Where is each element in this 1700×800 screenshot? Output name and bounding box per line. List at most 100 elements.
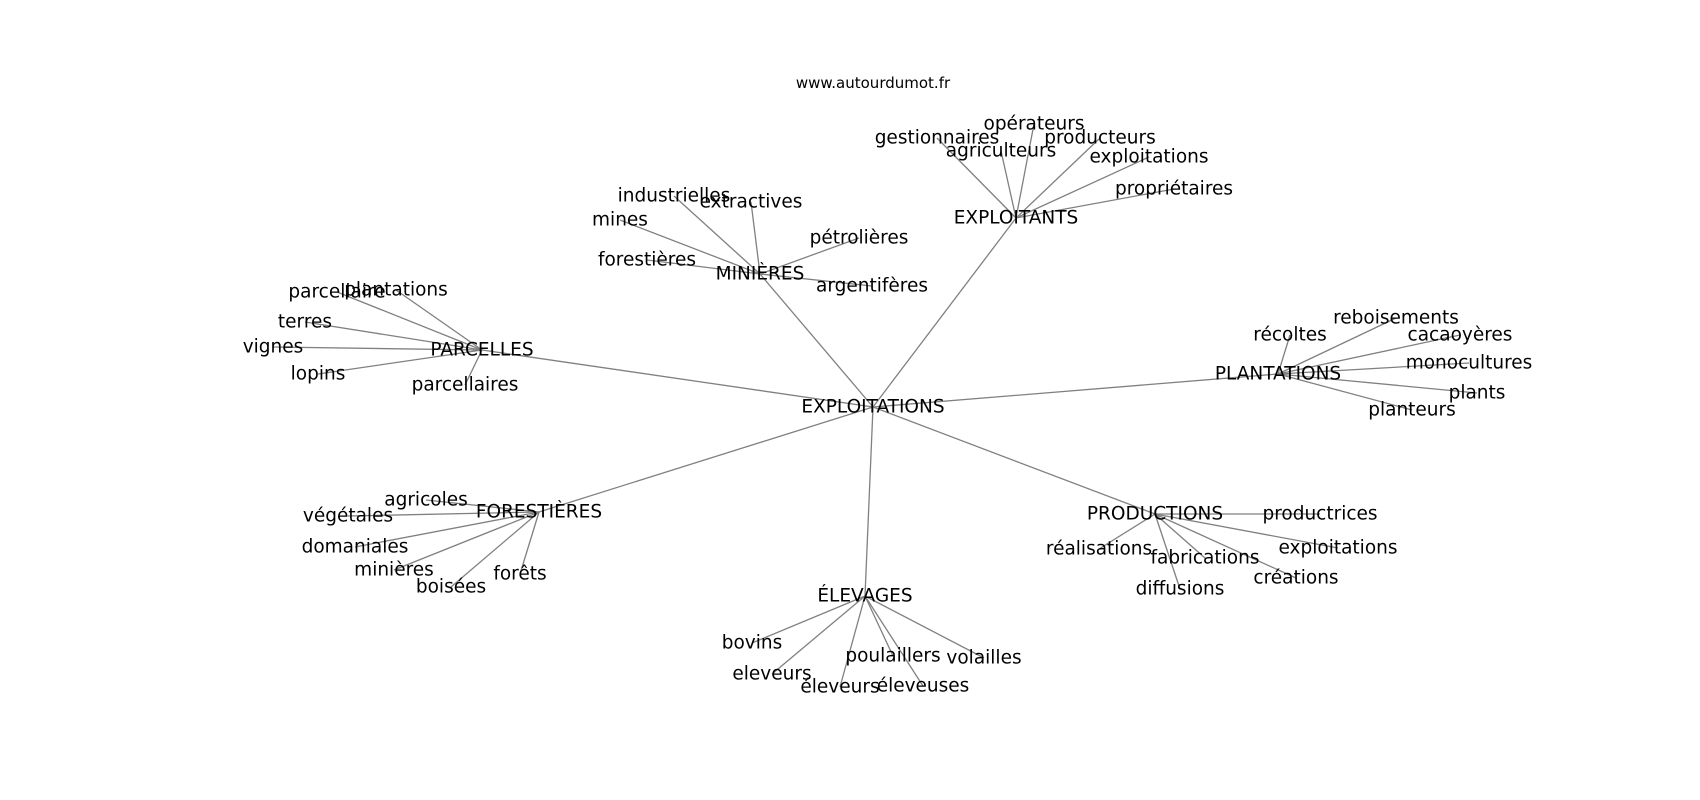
edge-productions-fabrications — [1154, 513, 1206, 559]
leaf-node-planteurs[interactable]: planteurs — [1368, 400, 1456, 421]
leaf-node-vegetales[interactable]: végétales — [303, 506, 393, 527]
edge-minieres-industrielles — [673, 195, 761, 275]
cluster-node-elevages[interactable]: ÉLEVAGES — [817, 585, 912, 607]
leaf-node-forestieres[interactable]: forestières — [598, 250, 696, 271]
cluster-node-parcelles[interactable]: PARCELLES — [430, 340, 533, 361]
leaf-node-operateurs[interactable]: opérateurs — [984, 114, 1085, 135]
leaf-node-terres[interactable]: terres — [278, 312, 332, 333]
edge-exploitants-agriculteurs — [1000, 150, 1017, 219]
cluster-node-productions[interactable]: PRODUCTIONS — [1087, 504, 1223, 525]
graph-labels: www.autourdumot.fr EXPLOITATIONS EXPLOITA… — [243, 74, 1533, 698]
edge-parcelles-terres — [304, 321, 483, 351]
leaf-node-exploitations[interactable]: exploitations — [1089, 147, 1208, 168]
leaf-node-bovins[interactable]: bovins — [722, 633, 783, 654]
edge-productions-diffusions — [1154, 513, 1181, 590]
leaf-node-monocultures[interactable]: monocultures — [1406, 353, 1533, 374]
leaf-node-reboisements[interactable]: reboisements — [1333, 308, 1459, 329]
edge-center-forestieres — [538, 406, 874, 513]
leaf-node-gestionnaires[interactable]: gestionnaires — [875, 128, 1000, 149]
edge-plantations-planteurs — [1277, 373, 1413, 411]
leaf-node-fabrications[interactable]: fabrications — [1151, 548, 1260, 569]
edge-center-plantations — [872, 373, 1279, 408]
edge-parcelles-parcellaires — [464, 349, 483, 386]
edge-center-parcelles — [481, 349, 874, 408]
edge-center-elevages — [864, 406, 874, 597]
edge-plantations-plants — [1277, 373, 1478, 394]
edge-minieres-extractives — [750, 201, 761, 275]
edge-forestieres-minieres — [393, 511, 540, 571]
leaf-node-argentiferes[interactable]: argentifères — [816, 276, 928, 297]
leaf-node-boisees[interactable]: boisées — [416, 577, 486, 598]
edge-parcelles-vignes — [272, 346, 483, 351]
edge-exploitants-gestionnaires — [936, 137, 1017, 219]
edge-parcelles-parcellaire — [336, 291, 483, 351]
leaf-node-creations[interactable]: créations — [1253, 568, 1338, 589]
edge-minieres-petrolieres — [759, 237, 860, 275]
leaf-node-extractives[interactable]: extractives — [700, 192, 803, 213]
leaf-node-parcellaire[interactable]: parcellaire — [288, 282, 385, 303]
cluster-node-minieres[interactable]: MINIÈRES — [716, 263, 805, 285]
leaf-node-eleveurs[interactable]: eleveurs — [732, 664, 811, 685]
edge-forestieres-agricoles — [425, 499, 540, 513]
center-node[interactable]: EXPLOITATIONS — [801, 397, 944, 418]
edge-minieres-forestieres — [646, 259, 761, 275]
edge-minieres-mines — [619, 219, 761, 275]
leaf-node-proprietaires[interactable]: propriétaires — [1115, 179, 1233, 200]
edge-forestieres-boisees — [450, 511, 540, 588]
edge-elevages-poulaillers — [864, 595, 894, 657]
leaf-node-volailles[interactable]: volailles — [946, 648, 1021, 669]
cluster-node-forestieres[interactable]: FORESTIÈRES — [476, 501, 602, 523]
edge-center-exploitants — [872, 217, 1017, 408]
edge-elevages-volailles — [864, 595, 985, 659]
leaf-node-minieres[interactable]: minières — [354, 560, 434, 581]
edge-elevages-eleveurs — [839, 595, 866, 688]
cluster-node-plantations[interactable]: PLANTATIONS — [1215, 364, 1341, 385]
edge-elevages-eleveuses — [864, 595, 924, 687]
edge-exploitants-producteurs — [1015, 137, 1101, 219]
leaf-node-plantations[interactable]: plantations — [344, 280, 448, 301]
leaf-node-realisations[interactable]: réalisations — [1046, 539, 1152, 560]
leaf-node-diffusions[interactable]: diffusions — [1136, 579, 1225, 600]
leaf-node-mines[interactable]: mines — [592, 210, 648, 231]
leaf-node-productrices[interactable]: productrices — [1262, 504, 1377, 525]
edge-exploitants-operateurs — [1015, 123, 1035, 219]
leaf-node-producteurs[interactable]: producteurs — [1044, 128, 1156, 149]
edge-minieres-argentiferes — [759, 273, 873, 287]
edge-plantations-cacaoyeres — [1277, 334, 1461, 375]
graph-edges — [272, 123, 1478, 688]
edge-parcelles-lopins — [317, 349, 483, 375]
edge-elevages-eleveurs — [771, 595, 866, 675]
edge-plantations-reboisements — [1277, 317, 1397, 375]
leaf-node-industrielles[interactable]: industrielles — [618, 186, 731, 207]
edge-productions-exploitations — [1154, 513, 1339, 549]
leaf-node-domaniales[interactable]: domaniales — [302, 537, 409, 558]
leaf-node-agricoles[interactable]: agricoles — [384, 490, 467, 511]
edge-plantations-monocultures — [1277, 362, 1470, 375]
edge-center-productions — [872, 406, 1156, 515]
site-url[interactable]: www.autourdumot.fr — [796, 74, 951, 92]
edge-exploitants-proprietaires — [1015, 188, 1175, 219]
leaf-node-recoltes[interactable]: récoltes — [1253, 325, 1327, 346]
leaf-node-forets[interactable]: forêts — [493, 564, 546, 585]
edge-forestieres-vegetales — [347, 511, 540, 517]
edge-parcelles-plantations — [395, 289, 483, 351]
leaf-node-vignes[interactable]: vignes — [243, 337, 304, 358]
leaf-node-agriculteurs[interactable]: agriculteurs — [946, 141, 1056, 162]
leaf-node-eleveurs[interactable]: éleveurs — [800, 677, 879, 698]
edge-forestieres-domaniales — [354, 511, 540, 548]
edge-productions-realisations — [1098, 513, 1156, 550]
edge-center-minieres — [759, 273, 874, 408]
edge-plantations-recoltes — [1277, 334, 1291, 375]
leaf-node-plants[interactable]: plants — [1449, 383, 1506, 404]
cluster-node-exploitants[interactable]: EXPLOITANTS — [954, 208, 1079, 229]
leaf-node-parcellaires[interactable]: parcellaires — [412, 375, 519, 396]
leaf-node-poulaillers[interactable]: poulaillers — [845, 646, 940, 667]
leaf-node-cacaoyeres[interactable]: cacaoyères — [1408, 325, 1513, 346]
leaf-node-petrolieres[interactable]: pétrolières — [810, 228, 909, 249]
edge-productions-creations — [1154, 513, 1297, 579]
edge-elevages-bovins — [751, 595, 866, 644]
leaf-node-eleveuses[interactable]: éleveuses — [877, 676, 970, 697]
leaf-node-exploitations[interactable]: exploitations — [1278, 538, 1397, 559]
leaf-node-lopins[interactable]: lopins — [291, 364, 346, 385]
